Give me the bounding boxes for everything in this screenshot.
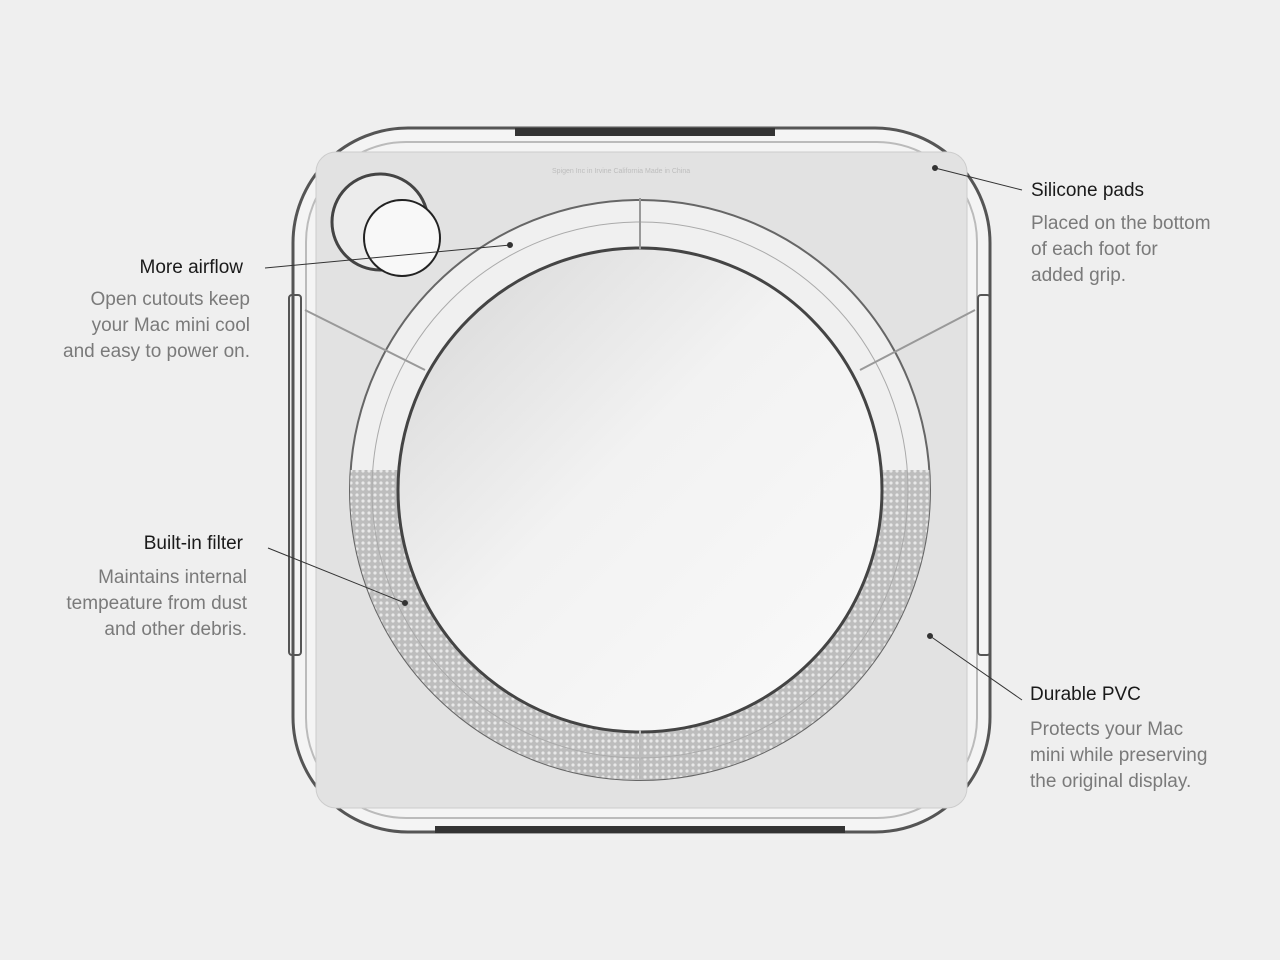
callout-pvc-desc: Protects your Mac mini while preserving …	[1030, 717, 1207, 795]
desc-line: Protects your Mac	[1030, 719, 1184, 740]
engraving-text: Spigen Inc in Irvine California Made in …	[552, 168, 691, 175]
ring	[304, 198, 976, 781]
callout-airflow-title: More airflow	[139, 257, 243, 278]
desc-line: and other debris.	[104, 619, 247, 640]
callout-silicone-desc: Placed on the bottom of each foot for ad…	[1031, 211, 1211, 289]
desc-line: Open cutouts keep	[90, 289, 251, 310]
clear-window	[396, 246, 884, 734]
desc-line: tempeature from dust	[66, 593, 247, 614]
desc-line: your Mac mini cool	[91, 315, 250, 336]
side-vents	[288, 294, 991, 656]
callout-silicone-title: Silicone pads	[1031, 180, 1145, 201]
desc-line: Maintains internal	[98, 567, 247, 588]
callout-airflow-desc: Open cutouts keep your Mac mini cool and…	[63, 287, 250, 365]
leader-lines	[264, 165, 1023, 701]
callout-filter-title: Built-in filter	[143, 533, 243, 554]
desc-line: Placed on the bottom	[1031, 213, 1211, 234]
desc-line: mini while preserving	[1030, 745, 1208, 766]
callout-pvc-title: Durable PVC	[1030, 684, 1141, 705]
desc-line: of each foot for	[1031, 239, 1158, 260]
desc-line: added grip.	[1031, 265, 1127, 286]
desc-line: the original display.	[1030, 771, 1192, 792]
callout-filter-desc: Maintains internal tempeature from dust …	[66, 565, 247, 643]
desc-line: and easy to power on.	[63, 341, 250, 362]
